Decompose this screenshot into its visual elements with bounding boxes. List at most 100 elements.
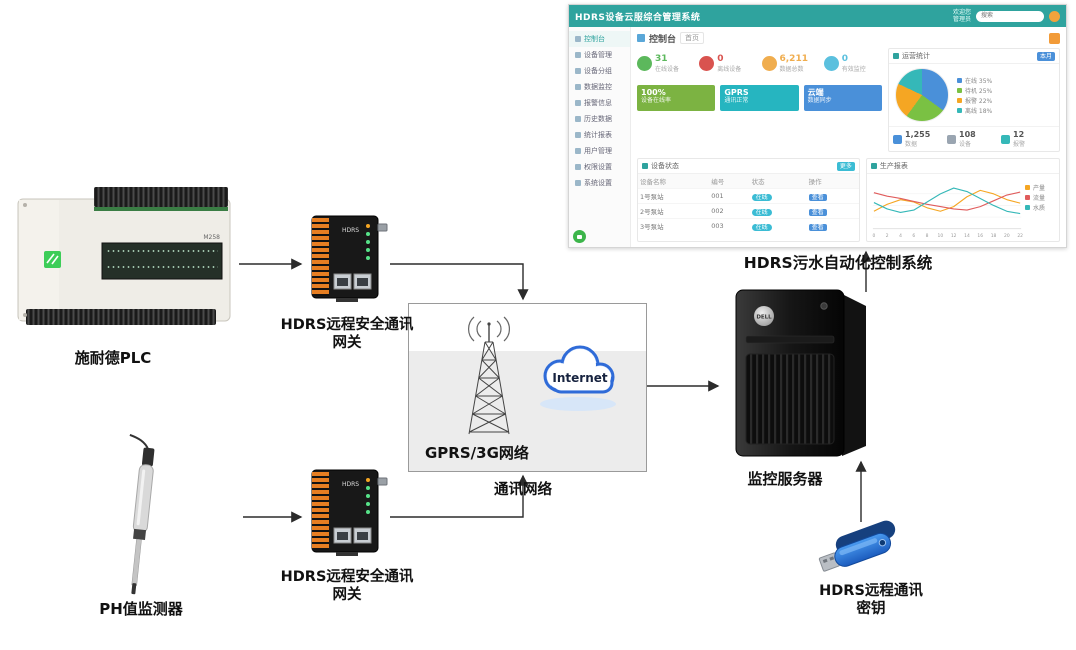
usb-key-label-line2: 密钥 [856, 601, 886, 617]
status-badge: 在线 [751, 223, 772, 231]
gateway1-label-line1: HDRS远程安全通讯 [280, 317, 414, 333]
menu-icon [575, 84, 581, 90]
console-bar: 控制台 首页 [637, 30, 1060, 46]
report-card-title: 生产报表 [879, 162, 908, 170]
server-grille [745, 353, 835, 445]
svg-text:16: 16 [977, 233, 983, 239]
gprs-network-box: Internet GPRS/3G网络 [408, 303, 647, 472]
dell-badge [754, 306, 774, 326]
status-badge: 在线 [751, 208, 772, 216]
sidebar-item: 权限设置 [569, 159, 630, 175]
legend-entry: 水质 [1025, 203, 1059, 212]
settings-icon [1049, 32, 1060, 44]
gateway2-label-line1: HDRS远程安全通讯 [280, 569, 414, 585]
sidebar-item: 设备分组 [569, 63, 630, 79]
usb-security-key-device [818, 520, 896, 572]
sensor-cable [129, 434, 150, 451]
menu-icon [575, 36, 581, 42]
sidebar-item: 统计报表 [569, 127, 630, 143]
chart-series [873, 191, 1021, 211]
sidebar-item: 用户管理 [569, 143, 630, 159]
line-chart-legend: 产量流量水质 [1025, 174, 1059, 240]
gateway1-label-line2: 网关 [332, 335, 362, 351]
svg-text:22: 22 [1017, 233, 1023, 239]
scada-dashboard-screenshot: HDRS设备云服综合管理系统 欢迎您 管理员 控制台设备管理设备分组数据监控报警… [568, 4, 1067, 248]
sidebar-item: 历史数据 [569, 111, 630, 127]
view-button: 查看 [808, 208, 827, 216]
column-header: 状态 [749, 174, 807, 189]
chart-series [873, 187, 1021, 215]
svg-text:20: 20 [1004, 233, 1010, 239]
mini-stat-icon [893, 134, 902, 144]
svg-text:8: 8 [926, 233, 929, 239]
plc-display-window [101, 242, 223, 280]
device-card-button: 更多 [836, 161, 855, 171]
svg-text:4: 4 [899, 233, 902, 239]
stat-icon [637, 56, 652, 71]
gateway2-label-line2: 网关 [332, 587, 362, 603]
menu-icon [575, 132, 581, 138]
menu-icon [575, 68, 581, 74]
plc-top-terminal [94, 187, 228, 207]
svg-text:6: 6 [912, 233, 915, 239]
home-tab: 首页 [680, 32, 705, 44]
antenna-connector [377, 223, 388, 232]
plc-bottom-terminal [26, 309, 216, 325]
search-input [976, 10, 1044, 22]
legend-entry: 在线 35% [957, 76, 992, 85]
plc-label: 施耐德PLC [74, 349, 152, 367]
card-icon [642, 163, 648, 169]
view-button: 查看 [808, 193, 827, 201]
column-header: 操作 [806, 174, 859, 189]
pie-chart [895, 68, 949, 122]
stat-icon [699, 56, 715, 71]
stat-icon [823, 56, 839, 71]
schneider-logo [44, 251, 61, 268]
menu-icon [575, 52, 581, 58]
gateway1-label: HDRS远程安全通讯 网关 [252, 316, 442, 352]
heatsink-fins [312, 218, 329, 296]
plc-model-text: M258 [203, 234, 220, 241]
svg-text:14: 14 [964, 233, 970, 239]
gateway2-label: HDRS远程安全通讯 网关 [252, 568, 442, 604]
card-icon [893, 53, 899, 59]
svg-text:0: 0 [872, 233, 875, 239]
user-info: 欢迎您 管理员 [953, 9, 971, 23]
monitoring-server-device: DELL [735, 289, 866, 457]
kpi-tile: 云端数据同步 [803, 85, 882, 111]
gprs-label: GPRS/3G网络 [425, 444, 529, 462]
welcome-text: 欢迎您 [952, 9, 971, 16]
hdrs-gateway-device-2: HDRS [311, 469, 388, 556]
menu-icon [575, 116, 581, 122]
stat-icon [761, 56, 777, 71]
kpi-tile: 100%设备在线率 [637, 85, 716, 111]
pie-legend: 在线 35%待机 25%报警 22%离线 18% [957, 75, 992, 116]
avatar-badge [1049, 10, 1060, 22]
overview-card-title: 运营统计 [902, 52, 930, 60]
legend-entry: 产量 [1025, 183, 1059, 192]
radio-tower-icon [468, 316, 510, 435]
overview-card-button: 本月 [1036, 51, 1055, 61]
legend-entry: 待机 25% [957, 86, 992, 95]
legend-entry: 报警 22% [957, 96, 992, 105]
column-header: 编号 [709, 174, 750, 189]
chart-series [873, 189, 1021, 212]
svg-text:10: 10 [937, 233, 943, 239]
sidebar-item: 控制台 [569, 31, 630, 47]
svg-text:18: 18 [991, 233, 997, 239]
dashboard-header: HDRS设备云服综合管理系统 欢迎您 管理员 [569, 5, 1066, 27]
sidebar-item: 设备管理 [569, 47, 630, 63]
card-icon [870, 163, 877, 169]
